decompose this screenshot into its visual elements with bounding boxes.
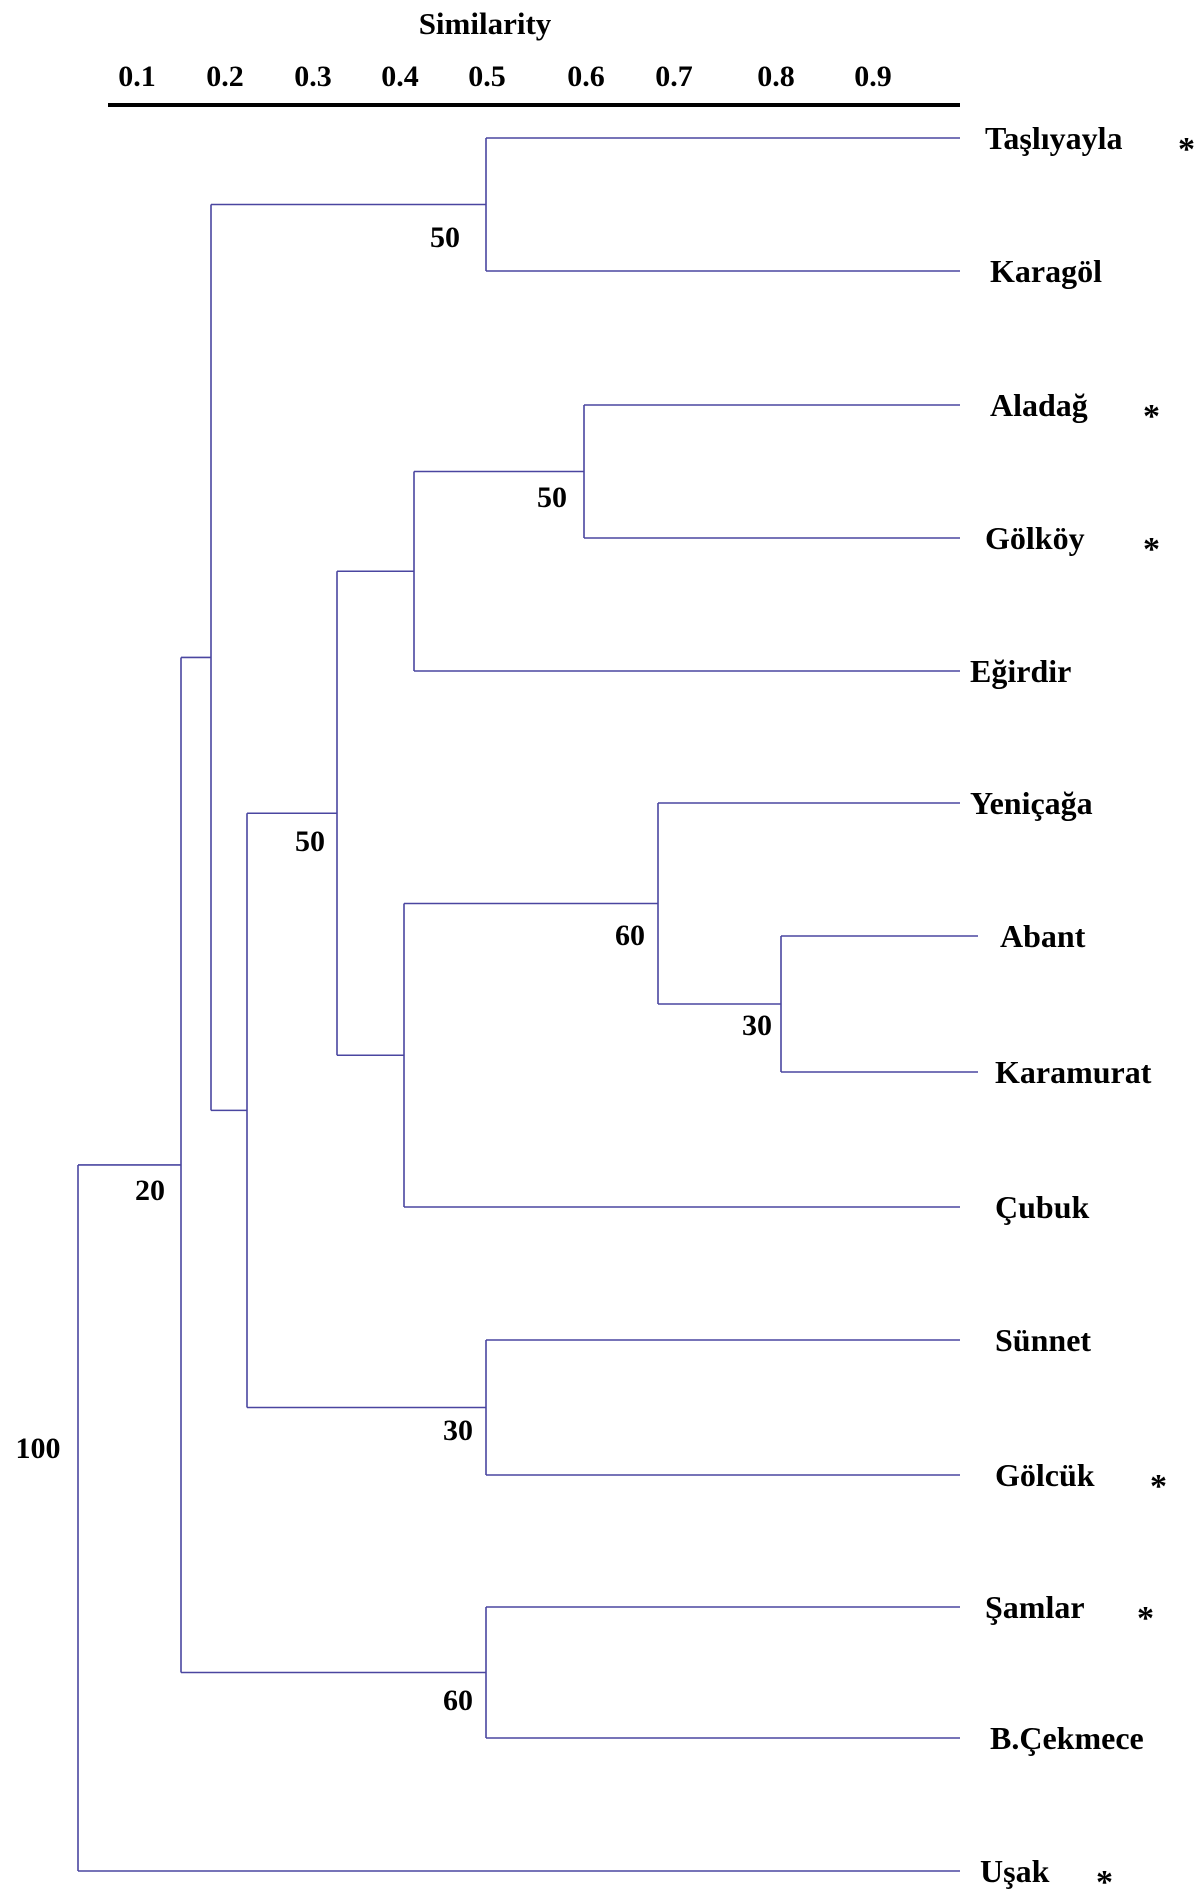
support-value: 50 <box>537 481 567 514</box>
leaf-label: Abant <box>1000 918 1086 954</box>
significance-marker: * <box>1143 398 1160 435</box>
tick-label: 0.7 <box>655 60 693 93</box>
support-value: 100 <box>16 1432 61 1465</box>
leaf-label: Şamlar <box>985 1589 1085 1625</box>
leaf-label: Yeniçağa <box>970 785 1093 821</box>
tick-label: 0.8 <box>757 60 795 93</box>
support-value: 60 <box>615 919 645 952</box>
tick-label: 0.3 <box>294 60 332 93</box>
leaf-label: Gölcük <box>995 1457 1095 1493</box>
significance-marker: * <box>1096 1864 1113 1901</box>
support-value: 30 <box>443 1414 473 1447</box>
support-value: 20 <box>135 1174 165 1207</box>
leaf-label: Karagöl <box>990 253 1102 289</box>
tick-label: 0.1 <box>118 60 156 93</box>
support-value: 50 <box>295 825 325 858</box>
leaf-label: Karamurat <box>995 1054 1152 1090</box>
significance-marker: * <box>1137 1600 1154 1637</box>
leaf-label: Aladağ <box>990 387 1088 423</box>
support-value: 60 <box>443 1684 473 1717</box>
leaf-label: Gölköy <box>985 520 1085 556</box>
leaf-label: Sünnet <box>995 1322 1091 1358</box>
tick-label: 0.2 <box>206 60 244 93</box>
axis-ticks: 0.1 0.2 0.3 0.4 0.5 0.6 0.7 0.8 0.9 <box>118 60 892 93</box>
leaf-label: Eğirdir <box>970 653 1071 689</box>
support-value: 50 <box>430 221 460 254</box>
leaf-label: Uşak <box>980 1853 1050 1889</box>
significance-marker: * <box>1178 131 1195 168</box>
leaf-label: B.Çekmece <box>990 1720 1144 1756</box>
significance-marker: * <box>1150 1468 1167 1505</box>
tick-label: 0.4 <box>381 60 419 93</box>
tick-label: 0.5 <box>468 60 506 93</box>
significance-marker: * <box>1143 531 1160 568</box>
support-value: 30 <box>742 1009 772 1042</box>
support-values: 50 50 30 60 50 30 60 20 100 <box>16 221 773 1717</box>
tick-label: 0.6 <box>567 60 605 93</box>
leaf-label: Taşlıyayla <box>985 120 1123 156</box>
branches <box>77 137 978 1872</box>
leaf-label: Çubuk <box>995 1189 1090 1225</box>
axis-title: Similarity <box>419 6 552 41</box>
tick-label: 0.9 <box>854 60 892 93</box>
